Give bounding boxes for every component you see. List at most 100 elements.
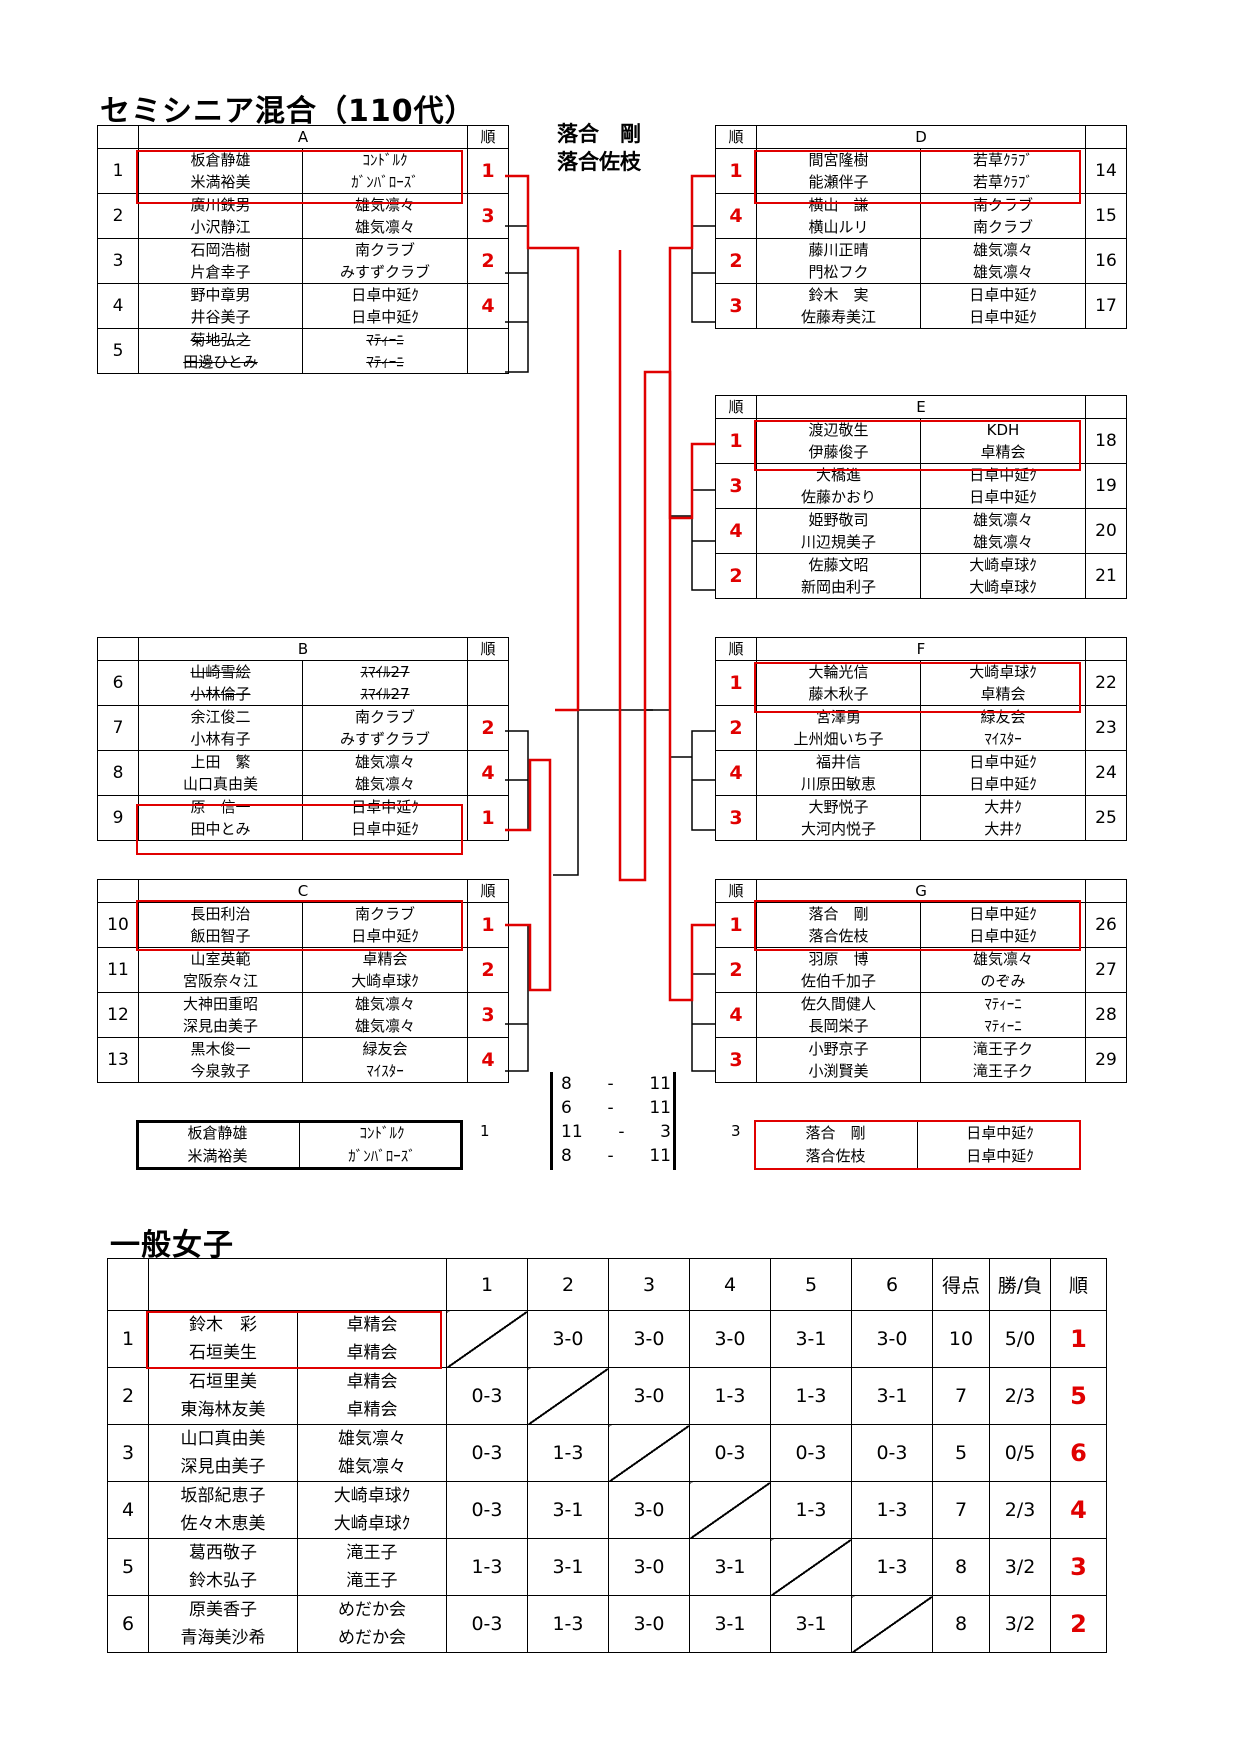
rr-match-score: 3-0 (608, 1595, 690, 1653)
club-name: 滝王子 (297, 1567, 447, 1596)
entry-number: 3 (97, 238, 139, 284)
club-name: 大崎卓球ｸ (920, 553, 1086, 576)
final-right-p1: 落合 剛 (805, 1124, 866, 1142)
rr-header-blank (107, 1258, 149, 1311)
club-name: 雄気凛々 (302, 216, 468, 239)
group-rank: 1 (715, 660, 757, 706)
player-name: 葛西敬子 (148, 1538, 298, 1567)
player-name: 間宮隆樹 (756, 148, 921, 171)
rr-match-score: 3-0 (527, 1310, 609, 1368)
group-rank: 4 (715, 750, 757, 796)
rr-header-blank (148, 1258, 447, 1311)
group-rank: 4 (467, 1037, 509, 1083)
rr-win-loss: 0/5 (989, 1424, 1051, 1482)
rr-match-score: 1-3 (689, 1367, 771, 1425)
club-name: 日卓中延ｸ (920, 750, 1086, 773)
club-name: KDH (920, 418, 1086, 441)
group-header-blank (1085, 879, 1127, 903)
club-name: 南クラブ (920, 193, 1086, 216)
final-right-c2: 日卓中延ｸ (966, 1147, 1034, 1165)
group-label: B (138, 637, 468, 661)
entry-number: 14 (1085, 148, 1127, 194)
group-rank (467, 328, 509, 374)
group-rank: 2 (467, 705, 509, 751)
rr-win-loss: 3/2 (989, 1538, 1051, 1596)
group-header-blank (1085, 395, 1127, 419)
club-name: ﾏﾃｨｰﾆ (920, 992, 1086, 1015)
rr-match-score: 0-3 (689, 1424, 771, 1482)
score-row: 8-11 (561, 1074, 671, 1094)
club-name: 滝王子 (297, 1538, 447, 1567)
final-right-c1: 日卓中延ｸ (966, 1124, 1034, 1142)
club-name: 雄気凛々 (302, 992, 468, 1015)
rr-match-score (608, 1424, 690, 1482)
rr-match-score: 1-3 (851, 1481, 933, 1539)
player-name: 上田 繁 (138, 750, 303, 773)
rr-entry-number: 1 (107, 1310, 149, 1368)
rr-match-score: 3-0 (608, 1481, 690, 1539)
player-name: 田邊ひとみ (138, 351, 303, 374)
final-left-p2: 米満裕美 (187, 1147, 248, 1165)
entry-number: 10 (97, 902, 139, 948)
entry-number: 21 (1085, 553, 1127, 599)
rr-match-score (689, 1481, 771, 1539)
rr-column-header: 勝/負 (989, 1258, 1051, 1311)
player-name: 大輪光信 (756, 660, 921, 683)
rr-entry-number: 6 (107, 1595, 149, 1653)
entry-number: 5 (97, 328, 139, 374)
player-name: 原 信一 (138, 795, 303, 818)
rr-match-score: 1-3 (770, 1367, 852, 1425)
club-name: 卓精会 (297, 1339, 447, 1368)
player-name: 石岡浩樹 (138, 238, 303, 261)
club-name: 滝王子ク (920, 1060, 1086, 1083)
entry-number: 22 (1085, 660, 1127, 706)
club-name: 卓精会 (920, 441, 1086, 464)
rr-match-score: 3-0 (608, 1367, 690, 1425)
club-name: 雄気凛々 (297, 1453, 447, 1482)
club-name: 日卓中延ｸ (302, 818, 468, 841)
player-name: 長田利治 (138, 902, 303, 925)
rr-match-score: 0-3 (446, 1481, 528, 1539)
rr-column-header: 4 (689, 1258, 771, 1311)
player-name: 黒木俊一 (138, 1037, 303, 1060)
entry-number: 7 (97, 705, 139, 751)
final-right-p2: 落合佐枝 (805, 1147, 866, 1165)
player-name: 菊地弘之 (138, 328, 303, 351)
group-rank: 4 (467, 283, 509, 329)
rr-rank: 4 (1050, 1481, 1107, 1539)
club-name: 日卓中延ｸ (920, 283, 1086, 306)
rr-match-score: 0-3 (770, 1424, 852, 1482)
club-name: ｽﾏｲﾙ27 (302, 683, 468, 706)
player-name: 深見由美子 (148, 1453, 298, 1482)
club-name: 雄気凛々 (920, 531, 1086, 554)
club-name: 雄気凛々 (920, 261, 1086, 284)
semi-senior-title: セミシニア混合（110代） (100, 94, 476, 129)
rr-points: 5 (932, 1424, 990, 1482)
group-rank: 3 (715, 283, 757, 329)
player-name: 井谷美子 (138, 306, 303, 329)
rr-match-score: 1-3 (527, 1424, 609, 1482)
group-label: D (756, 125, 1086, 149)
entry-number: 20 (1085, 508, 1127, 554)
rr-column-header: 2 (527, 1258, 609, 1311)
rr-entry-number: 2 (107, 1367, 149, 1425)
club-name: 雄気凛々 (920, 238, 1086, 261)
group-label: E (756, 395, 1086, 419)
club-name: 若草ｸﾗﾌﾞ (920, 171, 1086, 194)
club-name: 南クラブ (920, 216, 1086, 239)
rank-header: 順 (715, 125, 757, 149)
women-title: 一般女子 (110, 1228, 234, 1263)
rr-match-score: 3-1 (527, 1538, 609, 1596)
group-rank: 1 (715, 902, 757, 948)
final-left-p1: 板倉静雄 (187, 1124, 248, 1142)
player-name: 横山ルリ (756, 216, 921, 239)
